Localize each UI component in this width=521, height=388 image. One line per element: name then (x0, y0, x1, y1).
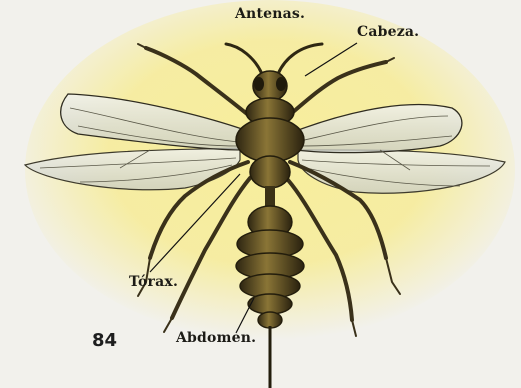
label-head: Cabeza. (357, 24, 419, 40)
right-eye (276, 77, 286, 91)
thorax-rear (250, 156, 290, 188)
waist (265, 186, 275, 208)
label-thorax: Tórax. (129, 274, 178, 290)
left-eye (254, 77, 264, 91)
label-abdomen: Abdomen. (176, 330, 256, 346)
label-antennae: Antenas. (235, 6, 305, 22)
page-number: 84 (92, 330, 117, 351)
